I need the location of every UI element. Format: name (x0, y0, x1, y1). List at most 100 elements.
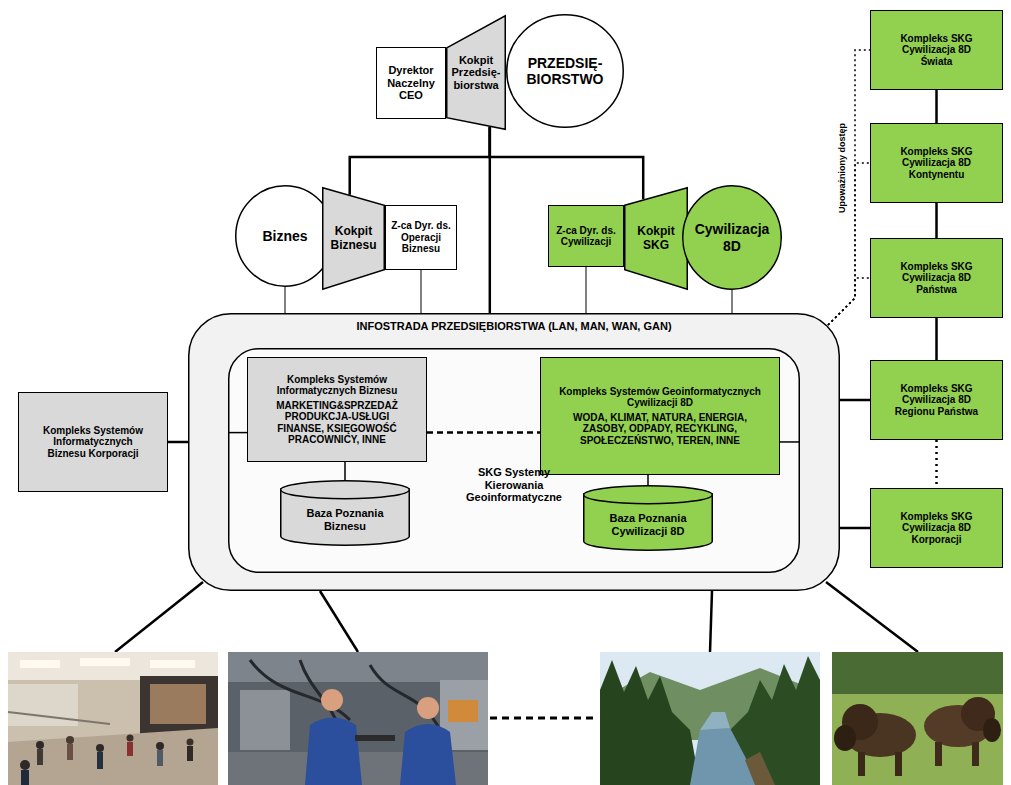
photo-link-dashed (490, 717, 598, 720)
node-title: Kompleks SKG Cywilizacja 8D Korporacji (885, 511, 988, 546)
bison-photo (834, 725, 856, 751)
river-photo (600, 652, 820, 785)
node-body: WODA, KLIMAT, NATURA, ENERGIA, ZASOBY, O… (555, 412, 765, 447)
factory-photo (321, 689, 343, 711)
node-title: Kompleks SKG Cywilizacja 8D Świata (885, 33, 988, 68)
node-title: Kokpit Biznesu (326, 225, 381, 253)
system-complex-box: Kompleks Systemów Informatycznych Biznes… (247, 357, 427, 462)
factory-photo (240, 690, 290, 750)
connector-line (828, 278, 870, 325)
mall-photo (150, 660, 195, 668)
connector-line (168, 441, 188, 444)
shape-outline (323, 188, 385, 290)
node-title: Baza Poznania Cywilizacji 8D (587, 512, 709, 537)
bison-photo (983, 718, 1001, 742)
leader-line (710, 591, 712, 652)
connector-line (489, 127, 492, 313)
mall-photo (157, 750, 163, 766)
shape-outline (584, 486, 713, 504)
node-title: Kompleks SKG Cywilizacja 8D Regionu Pańs… (885, 383, 988, 418)
mall-photo (187, 739, 194, 746)
mall-photo (20, 760, 30, 770)
node-title: Biznes (239, 228, 331, 244)
factory-photo (305, 718, 362, 785)
river-photo (690, 728, 760, 785)
director-box: Dyrektor Naczelny CEO (376, 47, 446, 119)
mall-photo (150, 684, 206, 724)
deputy-box: Z-ca Dyr. ds. Operacji Biznesu (385, 205, 457, 270)
factory-photo (250, 660, 440, 730)
mall-photo (156, 742, 164, 750)
systems-band: SKG Systemy Kierowania Geoinformatyczne K… (228, 348, 800, 573)
mall-photo (97, 752, 103, 769)
mall-photo (96, 744, 104, 752)
mall-photo (187, 746, 193, 761)
node-title: Z-ca Dyr. ds. Cywilizacji (553, 225, 619, 248)
enterprise-circle: PRZEDSIĘ- BIORSTWO (506, 14, 624, 128)
bison-photo (832, 652, 1003, 785)
connector-line (647, 475, 649, 485)
bison-photo (895, 752, 902, 776)
mall-photo (8, 712, 110, 724)
node-title: INFOSTRADA PRZEDSIĘBIORSTWA (LAN, MAN, W… (192, 320, 836, 333)
bison-photo (972, 742, 979, 766)
river-photo (745, 752, 775, 785)
mall-photo (20, 660, 60, 668)
connector-line (935, 318, 938, 360)
shape-outline (189, 314, 840, 591)
connector-line (828, 50, 870, 325)
connector-line (350, 127, 490, 195)
node-title: Baza Poznania Biznesu (284, 507, 406, 532)
network-band: INFOSTRADA PRZEDSIĘBIORSTWA (LAN, MAN, W… (188, 313, 840, 591)
cockpit-trapezoid: Kokpit Biznesu (322, 187, 385, 290)
geo-complex-box: Kompleks SKG Cywilizacja 8D Kontynentu (870, 123, 1003, 203)
factory-photo (448, 700, 478, 722)
mall-photo (8, 728, 218, 785)
mall-photo (127, 735, 134, 742)
node-title: Kompleks Systemów Informatycznych Biznes… (266, 374, 408, 397)
node-title: Kokpit Przedsię- biorstwa (450, 54, 502, 92)
node-title: Dyrektor Naczelny CEO (381, 64, 441, 102)
shape-outline (281, 481, 410, 499)
knowledge-base-cylinder: Baza Poznania Biznesu (280, 480, 410, 546)
bison-photo (935, 742, 942, 766)
mall-photo (66, 736, 74, 744)
leader-line (115, 582, 203, 652)
connector-line (780, 441, 800, 443)
node-body: MARKETING&SPRZEDAŻ PRODUKCJA-USŁUGI FINA… (266, 400, 408, 446)
connector-line (490, 127, 643, 199)
geo-complex-box: Kompleks SKG Cywilizacja 8D Świata (870, 10, 1003, 90)
access-label: Upoważniony dostęp (837, 123, 847, 213)
connector-line (344, 462, 346, 480)
connector-line (285, 287, 286, 313)
connector-line (828, 163, 870, 325)
connector-group (168, 50, 937, 528)
bison-photo (832, 652, 1003, 785)
bison-photo (858, 752, 865, 776)
cockpit-trapezoid: Kokpit SKG (624, 187, 688, 290)
leader-line (320, 591, 358, 652)
system-complex-box: Kompleks Systemów Geoinformatycznych Cyw… (540, 357, 780, 475)
mall-photo (140, 676, 218, 734)
river-photo (600, 652, 820, 785)
mall-photo (67, 744, 73, 760)
connector-line (840, 527, 870, 530)
shape-outline (625, 188, 688, 290)
node-title: SKG Systemy Kierowania Geoinformatyczne (458, 466, 570, 504)
factory-photo (228, 652, 488, 785)
river-photo (600, 660, 700, 785)
cockpit-trapezoid: Kokpit Przedsię- biorstwa (446, 15, 506, 130)
shape-outline (236, 186, 335, 287)
business-circle: Biznes (235, 185, 335, 287)
node-title: Kompleks Systemów Geoinformatycznych Cyw… (555, 386, 765, 409)
deputy-box: Z-ca Dyr. ds. Cywilizacji (548, 205, 624, 267)
connector-line (732, 290, 733, 313)
mall-photo (36, 741, 44, 749)
node-title: Kompleks Systemów Informatycznych Biznes… (41, 425, 145, 460)
shape-outline (447, 16, 506, 130)
mall-photo (127, 742, 133, 756)
civilization-circle: Cywilizacja 8D (682, 185, 782, 290)
node-title: Kompleks SKG Cywilizacja 8D Kontynentu (885, 146, 988, 181)
river-photo (700, 712, 730, 730)
